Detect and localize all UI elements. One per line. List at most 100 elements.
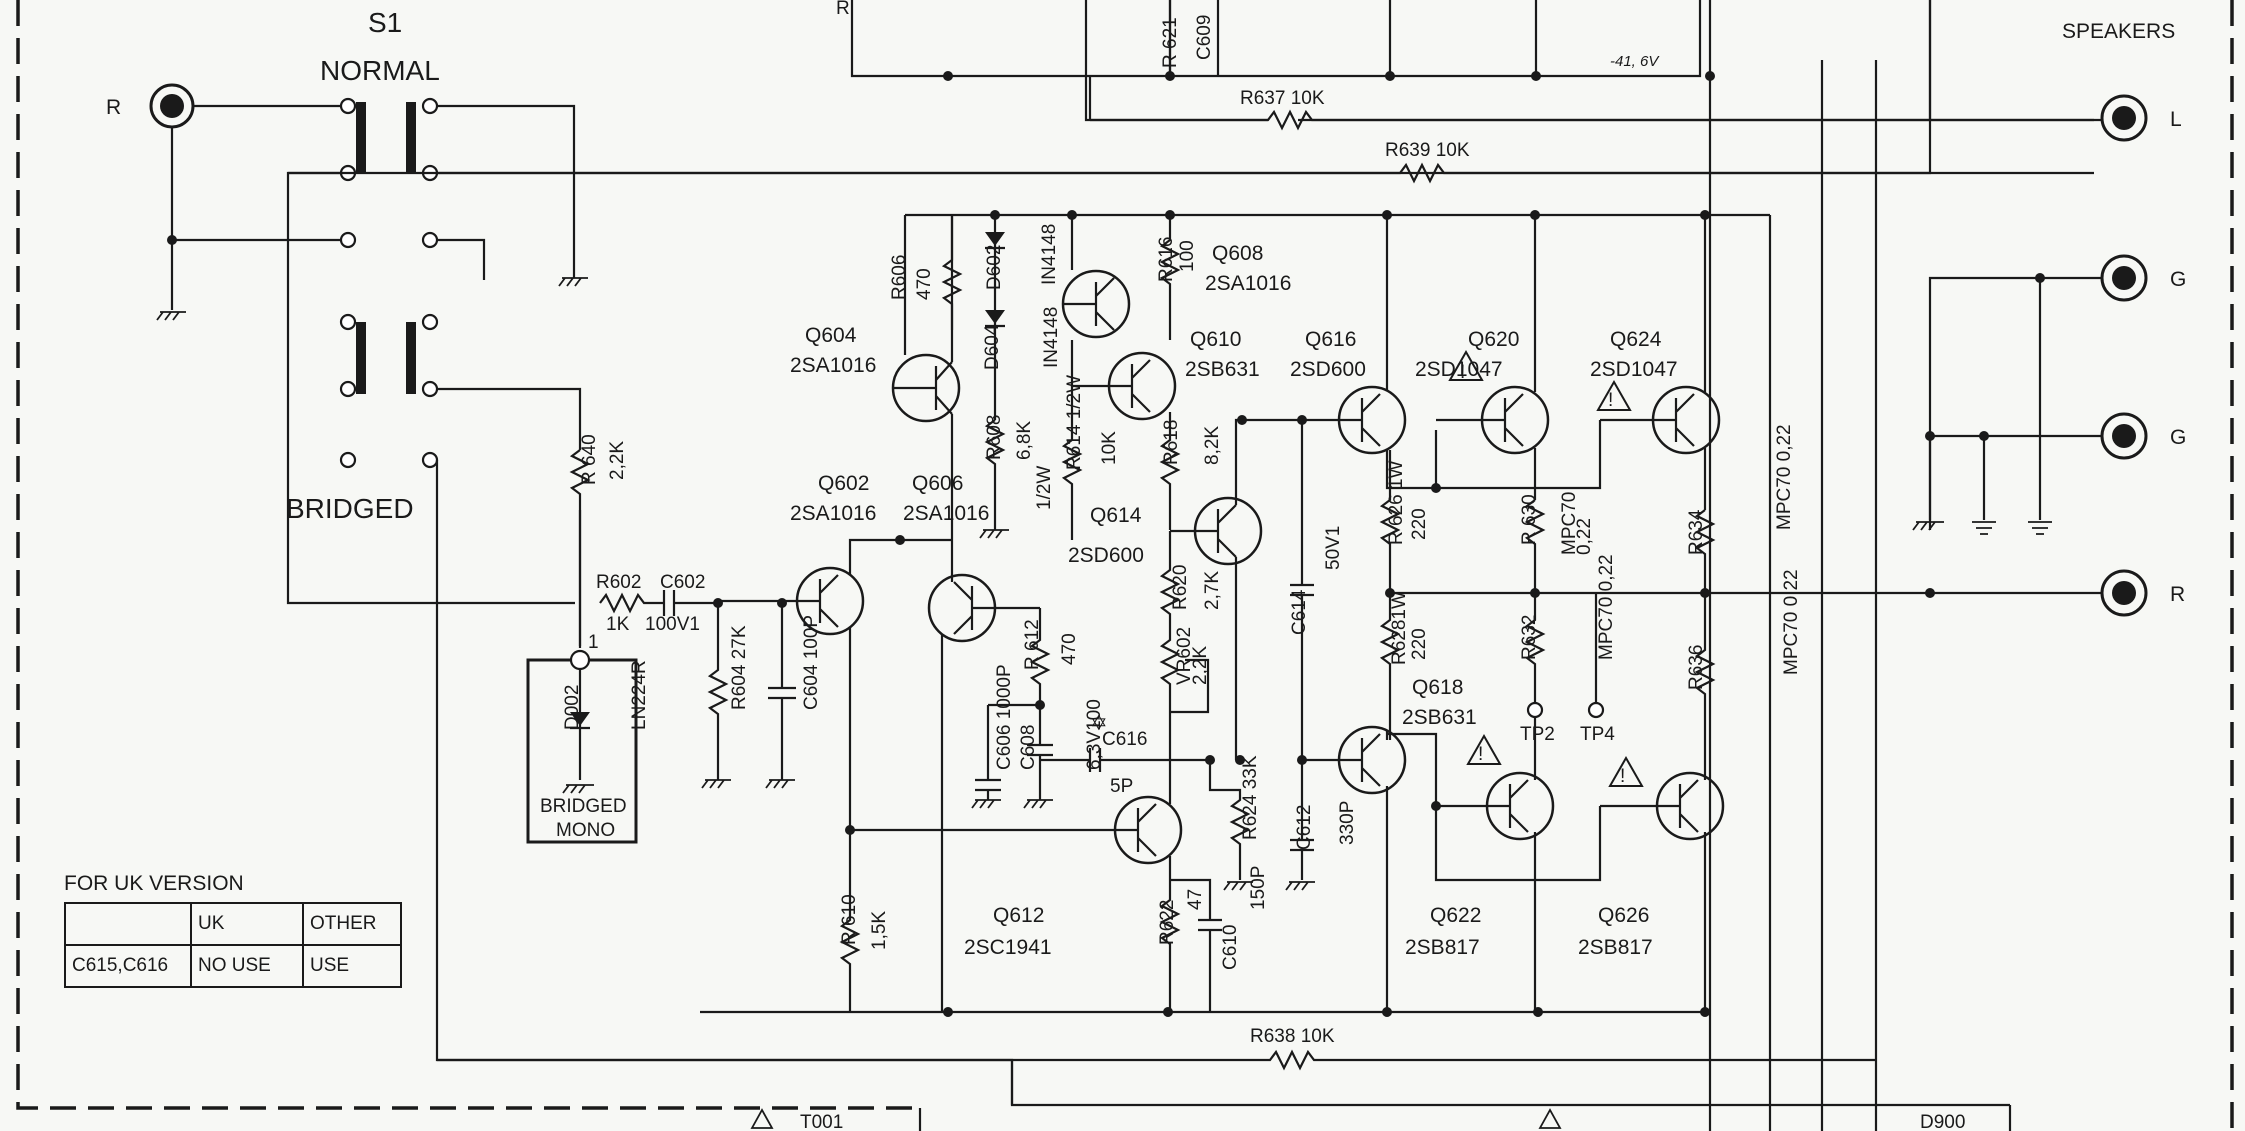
c610-label: C610 bbox=[1220, 925, 1241, 970]
d900-label: D900 bbox=[1920, 1112, 1965, 1131]
partial-label-r: R bbox=[836, 0, 850, 19]
d002-label: D002 bbox=[562, 685, 583, 730]
r618-value: 8,2K bbox=[1202, 426, 1223, 465]
tp4-label: TP4 bbox=[1580, 724, 1615, 745]
speakers-title: SPEAKERS bbox=[2062, 20, 2175, 43]
table-row: UK OTHER bbox=[64, 902, 402, 946]
tp2-label: TP2 bbox=[1520, 724, 1555, 745]
r630-label: R 630 bbox=[1519, 494, 1540, 545]
r621-label: R 621 bbox=[1160, 17, 1181, 68]
r628-value: 220 bbox=[1409, 628, 1430, 660]
input-jack-r: R bbox=[106, 83, 195, 129]
q618-type: 2SB631 bbox=[1402, 706, 1477, 729]
voltage-note: -41, 6V bbox=[1610, 53, 1660, 70]
r632-label: R632 bbox=[1519, 615, 1540, 660]
c604-label: C604 100P bbox=[801, 615, 822, 710]
q620-type: 2SD1047 bbox=[1415, 358, 1503, 381]
r632-value: MPC70 0,22 bbox=[1596, 554, 1617, 660]
r626-value: 220 bbox=[1409, 508, 1430, 540]
ground-symbols bbox=[156, 277, 588, 321]
r616-label: R616 bbox=[1156, 237, 1177, 282]
c616-label: C616 bbox=[1102, 729, 1147, 750]
t001-label: T001 bbox=[800, 1112, 843, 1131]
c609-label: C609 bbox=[1194, 15, 1215, 60]
led-pin-label: 1 bbox=[588, 632, 599, 653]
r610-value: 1,5K bbox=[869, 911, 890, 950]
r622-label: R622 bbox=[1157, 900, 1178, 945]
speaker-terminal-g1: G bbox=[2170, 268, 2186, 291]
vr602-value: 2,2K bbox=[1190, 646, 1211, 685]
q608-ref: Q608 bbox=[1212, 242, 1263, 265]
r608-wattage: 1/2W bbox=[1034, 466, 1055, 510]
r608-value: 6,8K bbox=[1014, 421, 1035, 460]
table-cell: C615,C616 bbox=[64, 944, 192, 988]
transistor-q614: Q614 2SD600 bbox=[1068, 496, 1263, 567]
speaker-terminals: SPEAKERS L G G R bbox=[2062, 20, 2186, 617]
q602-ref: Q602 bbox=[818, 472, 869, 495]
selector-switch-s1: S1 NORMAL BRIDGED bbox=[286, 7, 440, 524]
r620-label: R620 bbox=[1170, 565, 1191, 610]
transistor-q616: Q616 2SD600 bbox=[1290, 328, 1407, 455]
r612-value: 470 bbox=[1059, 633, 1080, 665]
d604-label: D604 bbox=[982, 324, 1003, 370]
q624-warning-icon: ! bbox=[1608, 390, 1613, 411]
transistor-q604: Q604 2SA1016 bbox=[790, 324, 961, 423]
c616-star-icon: ✡ bbox=[1090, 712, 1108, 735]
q620-warning-icon: ! bbox=[1460, 362, 1465, 383]
q622-ref: Q622 bbox=[1430, 904, 1481, 927]
r602-value: 1K bbox=[606, 614, 630, 635]
q606-ref: Q606 bbox=[912, 472, 963, 495]
uk-version-table-block: FOR UK VERSION UK OTHER C615,C616 NO USE… bbox=[64, 872, 402, 988]
uk-table-title: FOR UK VERSION bbox=[64, 872, 244, 895]
table-cell: USE bbox=[302, 944, 402, 988]
q608-type: 2SA1016 bbox=[1205, 272, 1291, 295]
vr602-label: VR602 bbox=[1174, 627, 1195, 685]
r618-label: R618 bbox=[1161, 420, 1182, 465]
r640-value: 2,2K bbox=[607, 441, 628, 480]
r634-label: R634 bbox=[1686, 509, 1707, 555]
q612-type: 2SC1941 bbox=[964, 936, 1052, 959]
r634-value: MPC70 0,22 bbox=[1774, 424, 1795, 530]
led-d002-block: 1 D002 LN224R BRIDGED MONO bbox=[526, 632, 650, 844]
q612-ref: Q612 bbox=[993, 904, 1044, 927]
transistor-q608: Q608 2SA1016 bbox=[1061, 242, 1291, 339]
r614-label: R614 1/2W bbox=[1064, 375, 1085, 470]
q618-ref: Q618 bbox=[1412, 676, 1463, 699]
transistor-q622: Q622 2SB817 bbox=[1405, 771, 1555, 959]
r630-value2: 0,22 bbox=[1574, 518, 1595, 555]
q614-type: 2SD600 bbox=[1068, 544, 1144, 567]
transistor-q602: Q602 2SA1016 bbox=[718, 472, 876, 636]
r616-value: 100 bbox=[1177, 240, 1198, 272]
r610-label: R 610 bbox=[839, 894, 860, 945]
led-box-line2: MONO bbox=[556, 820, 615, 841]
r628-label: R6281W bbox=[1389, 591, 1410, 665]
transistor-q612: Q612 2SC1941 bbox=[964, 795, 1183, 959]
table-cell: UK bbox=[190, 902, 304, 946]
c612-value: 330P bbox=[1337, 801, 1358, 845]
c602-label: C602 bbox=[660, 572, 705, 593]
board-outline-left bbox=[16, 0, 920, 1110]
r630-value: MPC70 bbox=[1559, 492, 1580, 555]
q610-ref: Q610 bbox=[1190, 328, 1241, 351]
table-cell bbox=[64, 902, 192, 946]
transistor-q606: Q606 2SA1016 bbox=[903, 472, 1040, 643]
q602-type: 2SA1016 bbox=[790, 502, 876, 525]
r614-value: 10K bbox=[1099, 431, 1120, 465]
r638-label: R638 10K bbox=[1250, 1026, 1335, 1047]
r604-label: R604 27K bbox=[729, 625, 750, 710]
q614-ref: Q614 bbox=[1090, 504, 1142, 527]
led-box-line1: BRIDGED bbox=[540, 796, 627, 817]
d002-value: LN224R bbox=[629, 660, 650, 730]
c614-value: 50V1 bbox=[1323, 526, 1344, 570]
r612-label: R 612 bbox=[1022, 619, 1043, 670]
switch-bridged-label: BRIDGED bbox=[286, 493, 414, 524]
switch-ref-label: S1 bbox=[368, 7, 402, 38]
r637-label: R637 10K bbox=[1240, 88, 1325, 109]
q622-type: 2SB817 bbox=[1405, 936, 1480, 959]
c614-label: C614 bbox=[1289, 589, 1310, 635]
q626-type: 2SB817 bbox=[1578, 936, 1653, 959]
q620-ref: Q620 bbox=[1468, 328, 1519, 351]
transistor-q618: Q618 2SB631 ! bbox=[1302, 676, 1502, 795]
table-cell: NO USE bbox=[190, 944, 304, 988]
